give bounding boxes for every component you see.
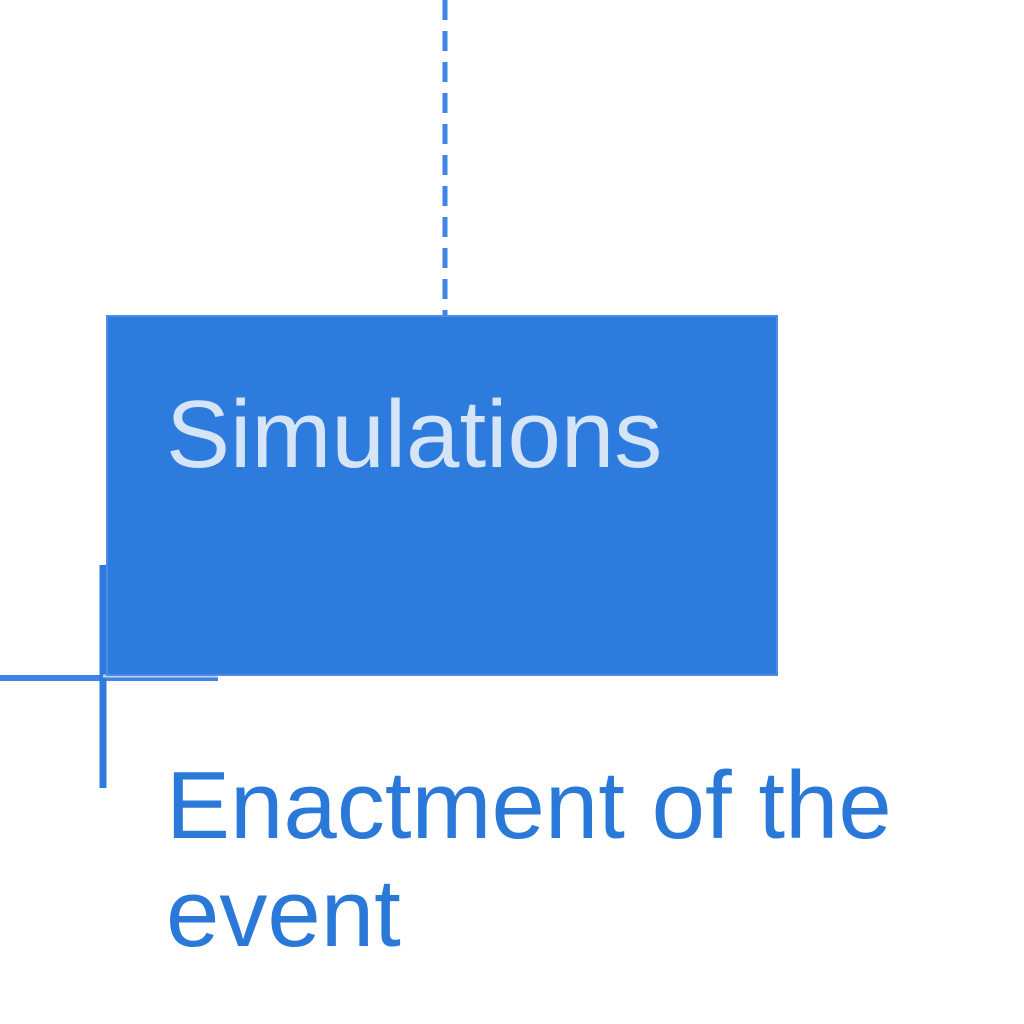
crosshair-icon bbox=[0, 565, 218, 788]
node-title: Simulations bbox=[166, 381, 663, 488]
simulations-node[interactable] bbox=[106, 315, 778, 676]
simulations-node-fill bbox=[106, 315, 778, 676]
node-caption: Enactment of the event bbox=[166, 752, 892, 967]
